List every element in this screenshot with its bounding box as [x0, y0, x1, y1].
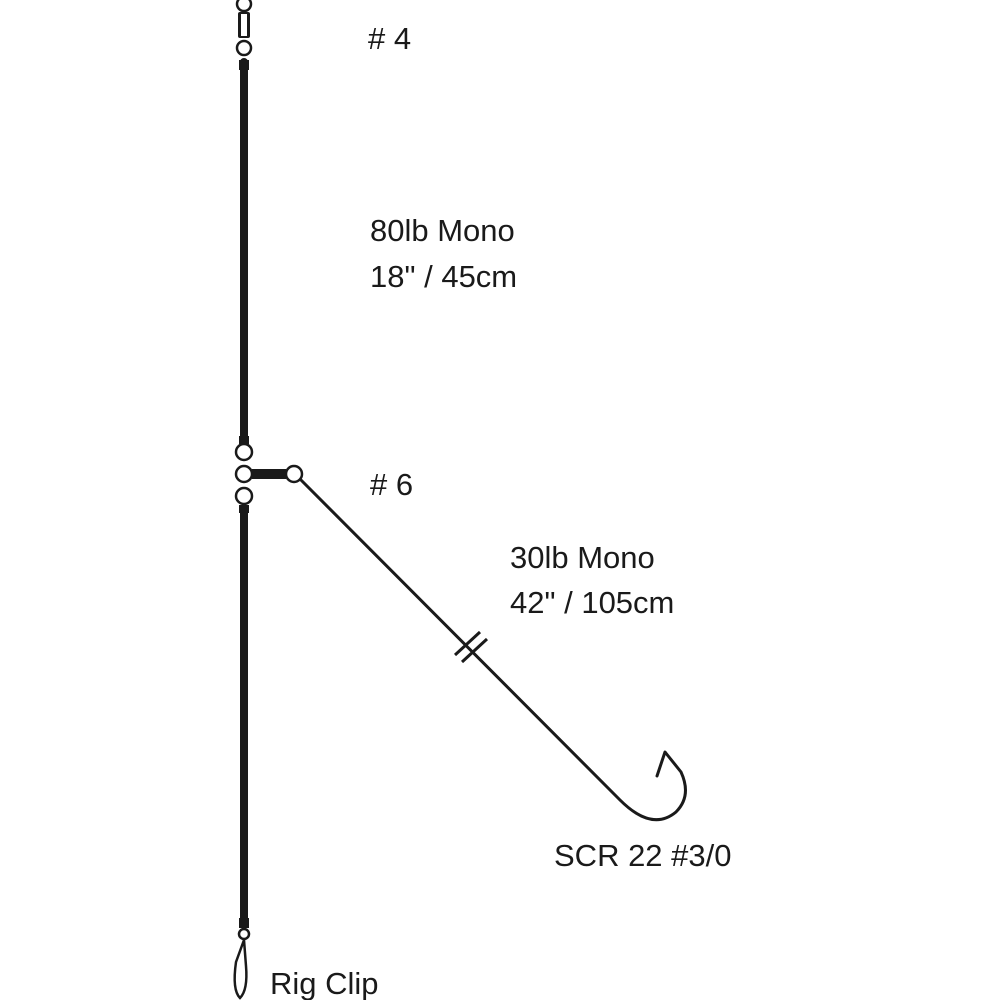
label-main-line-length: 18" / 45cm — [370, 259, 517, 294]
label-swivel-top: # 4 — [368, 21, 411, 56]
label-snood-length: 42" / 105cm — [510, 585, 674, 620]
crimp-mid-upper — [239, 436, 249, 444]
label-main-line-material: 80lb Mono — [370, 213, 515, 248]
snood-crimp-mark-2 — [460, 637, 489, 664]
swivel-arm-eye — [284, 464, 304, 484]
top-swivel — [235, 0, 253, 57]
three-way-swivel — [234, 442, 254, 506]
label-snood-material: 30lb Mono — [510, 540, 655, 575]
label-hook: SCR 22 #3/0 — [554, 838, 732, 873]
snood-crimp-mark-1 — [453, 630, 482, 657]
label-rig-clip: Rig Clip — [270, 966, 379, 1000]
crimp-mid-lower — [239, 505, 249, 513]
swivel-arm — [252, 469, 286, 479]
crimp-bottom — [239, 918, 249, 928]
rig-clip — [233, 939, 248, 1000]
hook-barb — [655, 750, 667, 778]
label-swivel-mid: # 6 — [370, 467, 413, 502]
snood-line — [298, 477, 687, 822]
crimp-top — [239, 60, 249, 70]
rig-clip-eye — [237, 927, 251, 941]
